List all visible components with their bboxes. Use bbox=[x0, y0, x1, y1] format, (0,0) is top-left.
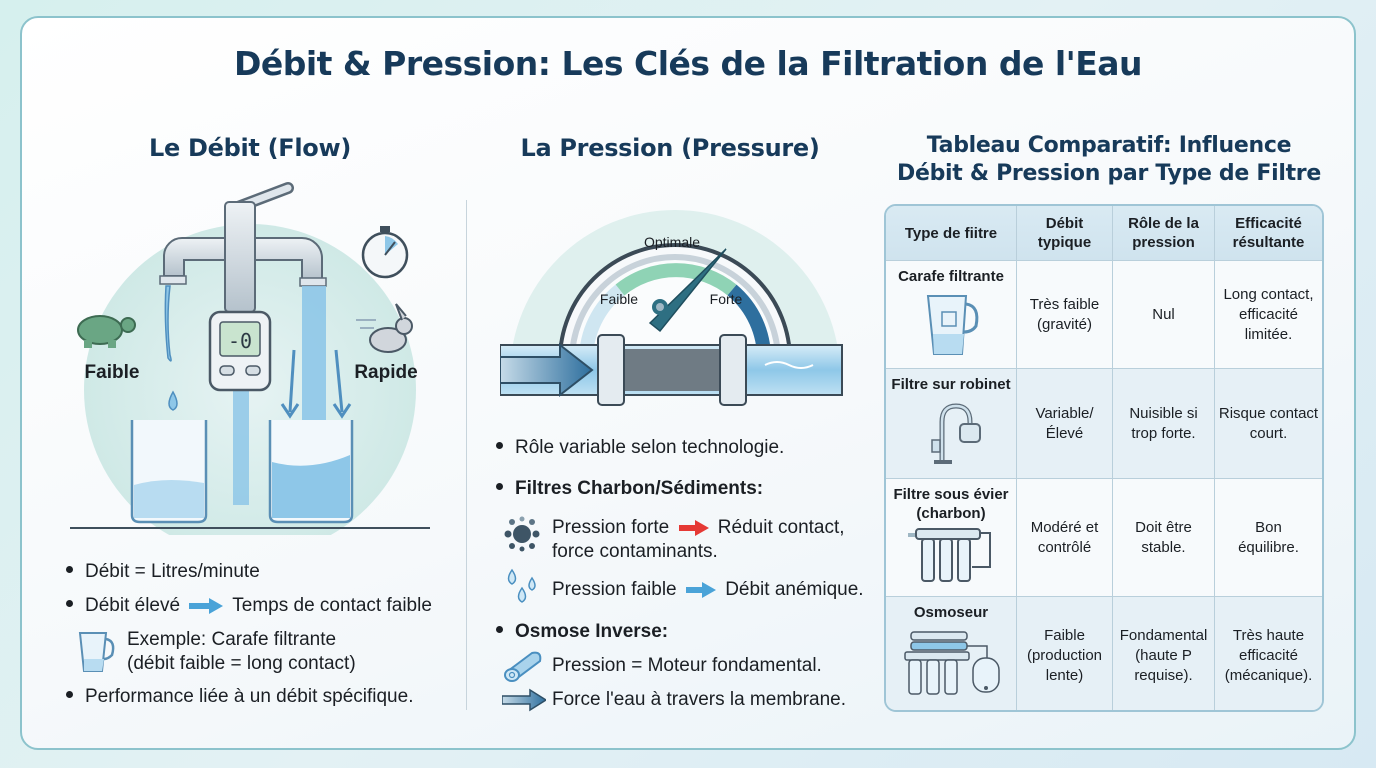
table-row: Filtre sous évier (charbon) Modéré et co… bbox=[886, 478, 1322, 596]
pressure-heading: La Pression (Pressure) bbox=[520, 134, 820, 162]
pression-cell: Doit être stable. bbox=[1112, 479, 1214, 596]
particles-icon bbox=[504, 516, 540, 552]
arrow-right-icon bbox=[502, 688, 546, 712]
pressure-weak-line: Pression faible Débit anémique. bbox=[552, 579, 864, 600]
debit-cell: Faible (production lente) bbox=[1016, 597, 1112, 710]
column-header: Rôle de la pression bbox=[1112, 206, 1214, 260]
pression-cell: Nuisible si trop forte. bbox=[1112, 369, 1214, 478]
flow-bullet: Débit élevé Temps de contact faible bbox=[66, 595, 432, 617]
pressure-strong-line2: force contaminants. bbox=[552, 541, 718, 562]
arrow-right-red-icon bbox=[678, 519, 709, 536]
column-header: Type de fiitre bbox=[904, 224, 998, 242]
pitcher-icon bbox=[926, 295, 979, 355]
table-row: Filtre sur robinet Variable/ Élevé Nuisi… bbox=[886, 368, 1322, 478]
efficacite-cell: Long contact, efficacité limitée. bbox=[1214, 261, 1322, 368]
flow-example-line1: Exemple: Carafe filtrante bbox=[127, 629, 337, 650]
pressure-gauge-illustration: Optimale Faible Forte bbox=[500, 210, 843, 406]
pressure-strong-line: Pression forte Réduit contact, bbox=[552, 517, 845, 538]
filter-type-cell: Filtre sur robinet bbox=[886, 369, 1016, 478]
gauge-high-label: Forte bbox=[710, 291, 743, 307]
flow-meter-icon: -0 bbox=[208, 310, 272, 392]
table-header-row: Type de fiitre Débit typique Rôle de la … bbox=[886, 206, 1322, 260]
under-sink-filter-icon bbox=[908, 528, 991, 582]
filter-type-cell: Filtre sous évier (charbon) bbox=[886, 479, 1016, 596]
table-row: Carafe filtrante Très faible (gravité) N… bbox=[886, 260, 1322, 368]
arrow-right-icon bbox=[189, 597, 224, 614]
osmosis-line2: Force l'eau à travers la membrane. bbox=[552, 689, 847, 710]
reverse-osmosis-icon bbox=[904, 631, 1000, 695]
gauge-low-label: Faible bbox=[600, 291, 638, 307]
pression-cell: Nul bbox=[1112, 261, 1214, 368]
flow-low-label: Faible bbox=[85, 362, 140, 383]
faucet-icon bbox=[159, 182, 327, 313]
osmosis-line1: Pression = Moteur fondamental. bbox=[552, 655, 822, 676]
meter-display: -0 bbox=[228, 329, 252, 353]
arrow-right-blue-icon bbox=[685, 581, 716, 598]
efficacite-cell: Très haute efficacité (mécanique). bbox=[1214, 597, 1322, 710]
table-heading: Tableau Comparatif: Influence Débit & Pr… bbox=[897, 133, 1321, 186]
pressure-bullet-heading: Osmose Inverse: bbox=[496, 621, 668, 643]
rabbit-icon bbox=[356, 303, 413, 353]
flow-high-label: Rapide bbox=[354, 362, 417, 383]
column-header: Débit typique bbox=[1016, 206, 1112, 260]
pitcher-icon bbox=[78, 632, 115, 672]
flow-bullet: Débit = Litres/minute bbox=[66, 561, 260, 583]
comparison-table: Type de fiitre Débit typique Rôle de la … bbox=[884, 204, 1324, 712]
flow-bullet: Performance liée à un débit spécifique. bbox=[66, 686, 413, 708]
membrane-roll-icon bbox=[504, 651, 542, 682]
column-header: Efficacité résultante bbox=[1214, 206, 1322, 260]
turtle-icon bbox=[77, 315, 136, 348]
beaker-icon bbox=[130, 420, 354, 524]
efficacite-cell: Risque contact court. bbox=[1214, 369, 1322, 478]
debit-cell: Très faible (gravité) bbox=[1016, 261, 1112, 368]
droplets-icon bbox=[507, 568, 536, 603]
debit-cell: Variable/ Élevé bbox=[1016, 369, 1112, 478]
pressure-bullet: Rôle variable selon technologie. bbox=[496, 437, 784, 459]
stopwatch-icon bbox=[361, 226, 409, 279]
gauge-mid-label: Optimale bbox=[644, 234, 700, 250]
filter-type-cell: Osmoseur bbox=[886, 597, 1016, 710]
filter-type-cell: Carafe filtrante bbox=[886, 261, 1016, 368]
flow-heading: Le Débit (Flow) bbox=[148, 134, 352, 162]
pressure-bullet-heading: Filtres Charbon/Sédiments: bbox=[496, 478, 763, 500]
flow-example-line2: (débit faible = long contact) bbox=[127, 653, 356, 674]
page-title: Débit & Pression: Les Clés de la Filtrat… bbox=[233, 44, 1143, 83]
debit-cell: Modéré et contrôlé bbox=[1016, 479, 1112, 596]
section-divider bbox=[466, 200, 467, 710]
pression-cell: Fondamental (haute P requise). bbox=[1112, 597, 1214, 710]
table-row: Osmoseur Faible (production lente) Fonda… bbox=[886, 596, 1322, 710]
flow-illustration: -0 Faible Rapide bbox=[70, 182, 430, 535]
efficacite-cell: Bon équilibre. bbox=[1214, 479, 1322, 596]
filter-pipe-icon bbox=[500, 334, 843, 406]
faucet-filter-icon bbox=[931, 403, 981, 464]
